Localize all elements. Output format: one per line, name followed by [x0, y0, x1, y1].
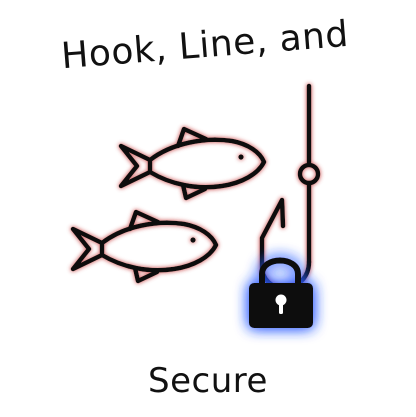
fish-icon	[70, 209, 219, 284]
fish-icon	[118, 126, 267, 201]
padlock-icon	[249, 257, 313, 328]
caption-text: Secure	[148, 361, 268, 401]
fishing-hook-icon	[259, 83, 321, 291]
